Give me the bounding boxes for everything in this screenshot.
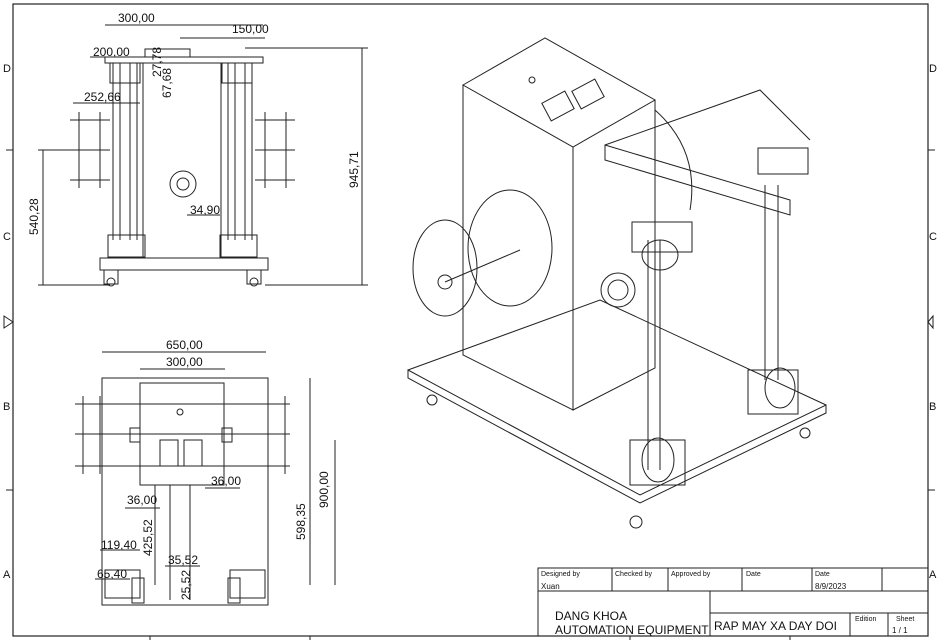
top-view-drawing: [38, 24, 368, 287]
dim-top-27-78: 27,78: [150, 47, 164, 77]
dim-front-119-40: 119,40: [101, 538, 137, 552]
dim-top-150: 150,00: [232, 22, 269, 36]
zone-row-b-right: B: [929, 401, 936, 413]
designed-by-value: Xuan: [541, 582, 560, 591]
dim-front-425-52: 425,52: [141, 519, 155, 556]
date-label: Date: [815, 571, 830, 578]
sheet-label: Sheet: [896, 616, 914, 623]
title-block: [537, 567, 929, 637]
checked-by-label: Checked by: [615, 571, 652, 578]
dim-front-36-right: 36,00: [211, 474, 241, 488]
dim-top-540-28: 540,28: [27, 198, 41, 235]
company-name-line2: AUTOMATION EQUIPMENT: [555, 623, 709, 637]
sheet-value: 1 / 1: [892, 626, 908, 635]
dim-top-945-71: 945,71: [347, 151, 361, 188]
zone-markers: [3, 149, 935, 640]
dim-top-300: 300,00: [118, 11, 155, 25]
dim-front-300: 300,00: [166, 355, 203, 369]
isometric-view-drawing: [407, 37, 827, 529]
zone-row-c-right: C: [929, 231, 937, 243]
dim-front-650: 650,00: [166, 338, 203, 352]
front-view-drawing: [75, 351, 336, 606]
zone-row-b-left: B: [3, 401, 10, 413]
dim-front-25-52: 25,52: [179, 570, 193, 600]
date-value: 8/9/2023: [815, 582, 847, 591]
dim-top-67-68: 67,68: [160, 68, 174, 98]
dim-top-200: 200,00: [93, 45, 130, 59]
drawing-title: RAP MAY XA DAY DOI: [714, 619, 837, 633]
edition-label: Edition: [855, 616, 877, 623]
designed-by-label: Designed by: [541, 571, 580, 578]
dim-top-34-90: 34,90: [190, 203, 220, 217]
date-label-approved: Date: [746, 571, 761, 578]
sheet-border: [12, 3, 929, 637]
dim-top-252-66: 252,66: [84, 90, 121, 104]
zone-row-d-left: D: [3, 63, 11, 75]
zone-row-c-left: C: [3, 231, 11, 243]
dim-front-35-52: 35,52: [168, 553, 198, 567]
dim-front-598-35: 598,35: [294, 503, 308, 540]
zone-row-a-right: A: [929, 569, 937, 581]
dim-front-65-40: 65,40: [97, 567, 127, 581]
approved-by-label: Approved by: [671, 571, 711, 578]
zone-row-a-left: A: [3, 569, 11, 581]
dim-front-900: 900,00: [317, 471, 331, 508]
dim-front-36-left: 36,00: [127, 493, 157, 507]
company-name-line1: DANG KHOA: [555, 609, 627, 623]
zone-row-d-right: D: [929, 63, 937, 75]
